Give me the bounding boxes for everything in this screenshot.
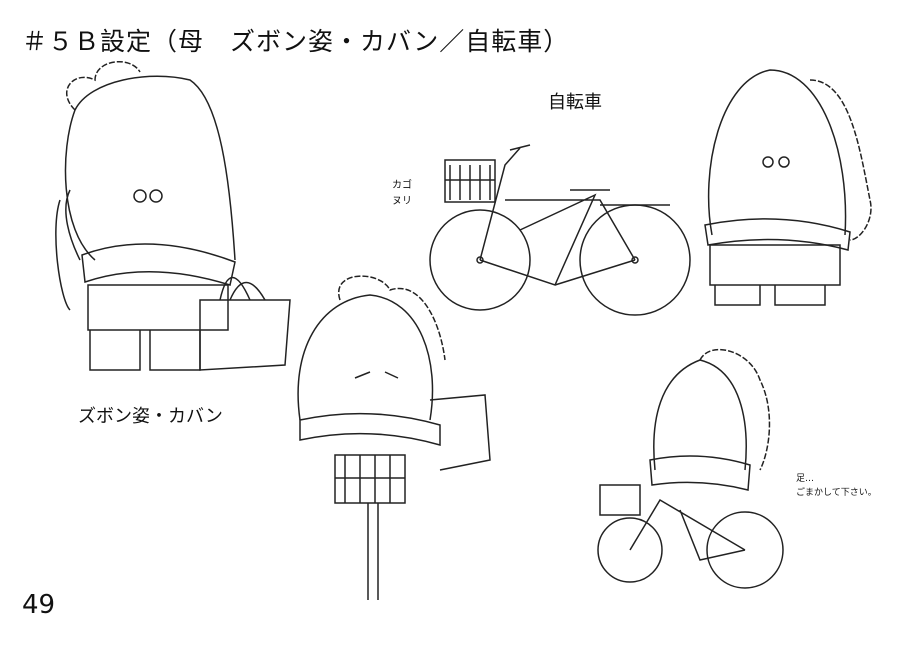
feet-note: 足… ごまかして下さい。 (796, 472, 877, 500)
bicycle-label: 自転車 (548, 92, 602, 113)
sheet-title: ＃５Ｂ設定（母 ズボン姿・カバン／自転車） (22, 27, 570, 56)
pants-bag-label: ズボン姿・カバン (78, 406, 223, 427)
basket-note-line1: カゴ (392, 180, 412, 191)
mother-front-illustration (55, 61, 291, 371)
mother-side-illustration (704, 69, 872, 306)
feet-note-line2: ごまかして下さい。 (796, 488, 877, 498)
feet-note-line1: 足… (796, 474, 815, 484)
mother-riding-side-illustration (597, 349, 784, 589)
basket-note: カゴ ヌリ (392, 178, 412, 210)
page-number: 49 (22, 590, 56, 620)
bicycle-illustration (429, 144, 691, 316)
basket-note-line2: ヌリ (392, 196, 412, 207)
mother-riding-front-illustration (297, 275, 491, 600)
